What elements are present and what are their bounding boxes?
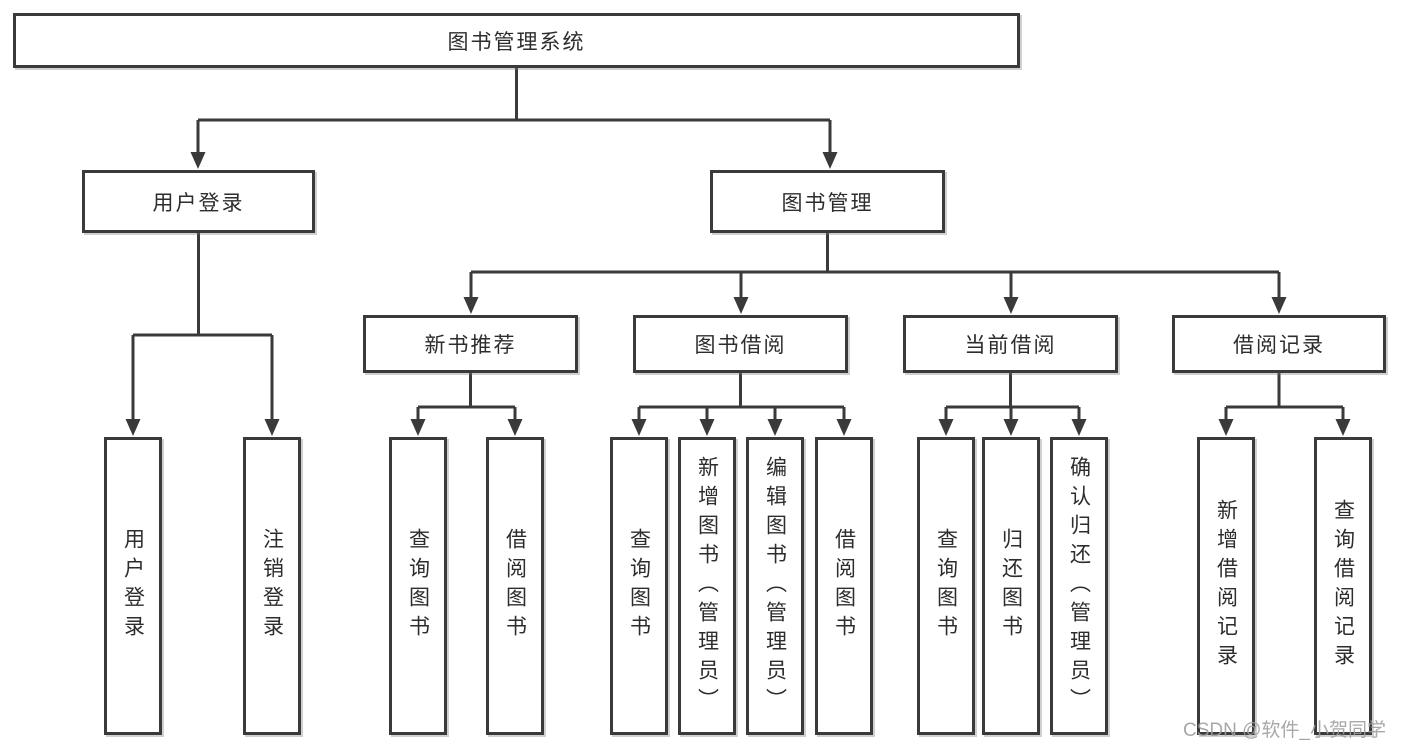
node-label: 借阅图书 xyxy=(503,528,527,644)
leaf-confirm-return-admin: 确认归还（管理员） xyxy=(1050,437,1108,735)
connector-borrow-record xyxy=(1224,373,1345,420)
node-label: 借阅记录 xyxy=(1233,334,1325,357)
leaf-query-books-borrow: 查询图书 xyxy=(610,437,668,735)
leaf-query-books-current: 查询图书 xyxy=(917,437,975,735)
node-book-borrow: 图书借阅 xyxy=(633,315,848,373)
leaf-edit-books-admin: 编辑图书（管理员） xyxy=(746,437,804,735)
node-user-login: 用户登录 xyxy=(82,170,315,233)
node-label: 图书管理 xyxy=(781,191,874,215)
node-label: 确认归还（管理员） xyxy=(1067,455,1091,717)
connector-root xyxy=(196,68,832,153)
csdn-watermark: CSDN @软件_小贺同学 xyxy=(1183,720,1386,741)
node-label: 用户登录 xyxy=(152,191,245,215)
connector-book-management xyxy=(469,233,1281,298)
node-label: 归还图书 xyxy=(999,528,1023,644)
node-label: 编辑图书（管理员） xyxy=(763,455,787,717)
node-label: 查询借阅记录 xyxy=(1331,499,1355,673)
node-label: 查询图书 xyxy=(934,528,958,644)
node-label: 新增图书（管理员） xyxy=(695,455,719,717)
leaf-user-login: 用户登录 xyxy=(104,437,162,735)
node-label: 查询图书 xyxy=(406,528,430,644)
leaf-logout: 注销登录 xyxy=(243,437,301,735)
connector-new-book-recommend xyxy=(416,373,517,420)
node-label: 借阅图书 xyxy=(832,528,856,644)
leaf-borrow-books: 借阅图书 xyxy=(815,437,873,735)
node-label: 当前借阅 xyxy=(964,334,1057,357)
node-label: 图书管理系统 xyxy=(447,30,586,54)
node-book-management: 图书管理 xyxy=(710,170,945,233)
node-label: 图书借阅 xyxy=(694,334,787,357)
node-label: 注销登录 xyxy=(260,528,284,644)
node-label: 新增借阅记录 xyxy=(1214,499,1238,673)
connector-book-borrow xyxy=(637,373,846,420)
node-new-book-recommend: 新书推荐 xyxy=(363,315,578,373)
connector-user-login xyxy=(131,233,274,420)
leaf-query-books-recommend: 查询图书 xyxy=(389,437,447,735)
leaf-add-borrow-record: 新增借阅记录 xyxy=(1197,437,1255,735)
node-label: 用户登录 xyxy=(121,528,145,644)
leaf-return-books: 归还图书 xyxy=(982,437,1040,735)
node-library-management-system: 图书管理系统 xyxy=(13,13,1020,68)
node-label: 查询图书 xyxy=(627,528,651,644)
connector-current-borrow xyxy=(944,373,1081,420)
node-label: 新书推荐 xyxy=(424,334,517,357)
leaf-query-borrow-record: 查询借阅记录 xyxy=(1314,437,1372,735)
node-current-borrow: 当前借阅 xyxy=(903,315,1118,373)
node-borrow-record: 借阅记录 xyxy=(1172,315,1386,373)
leaf-add-books-admin: 新增图书（管理员） xyxy=(678,437,736,735)
leaf-borrow-books-recommend: 借阅图书 xyxy=(486,437,544,735)
